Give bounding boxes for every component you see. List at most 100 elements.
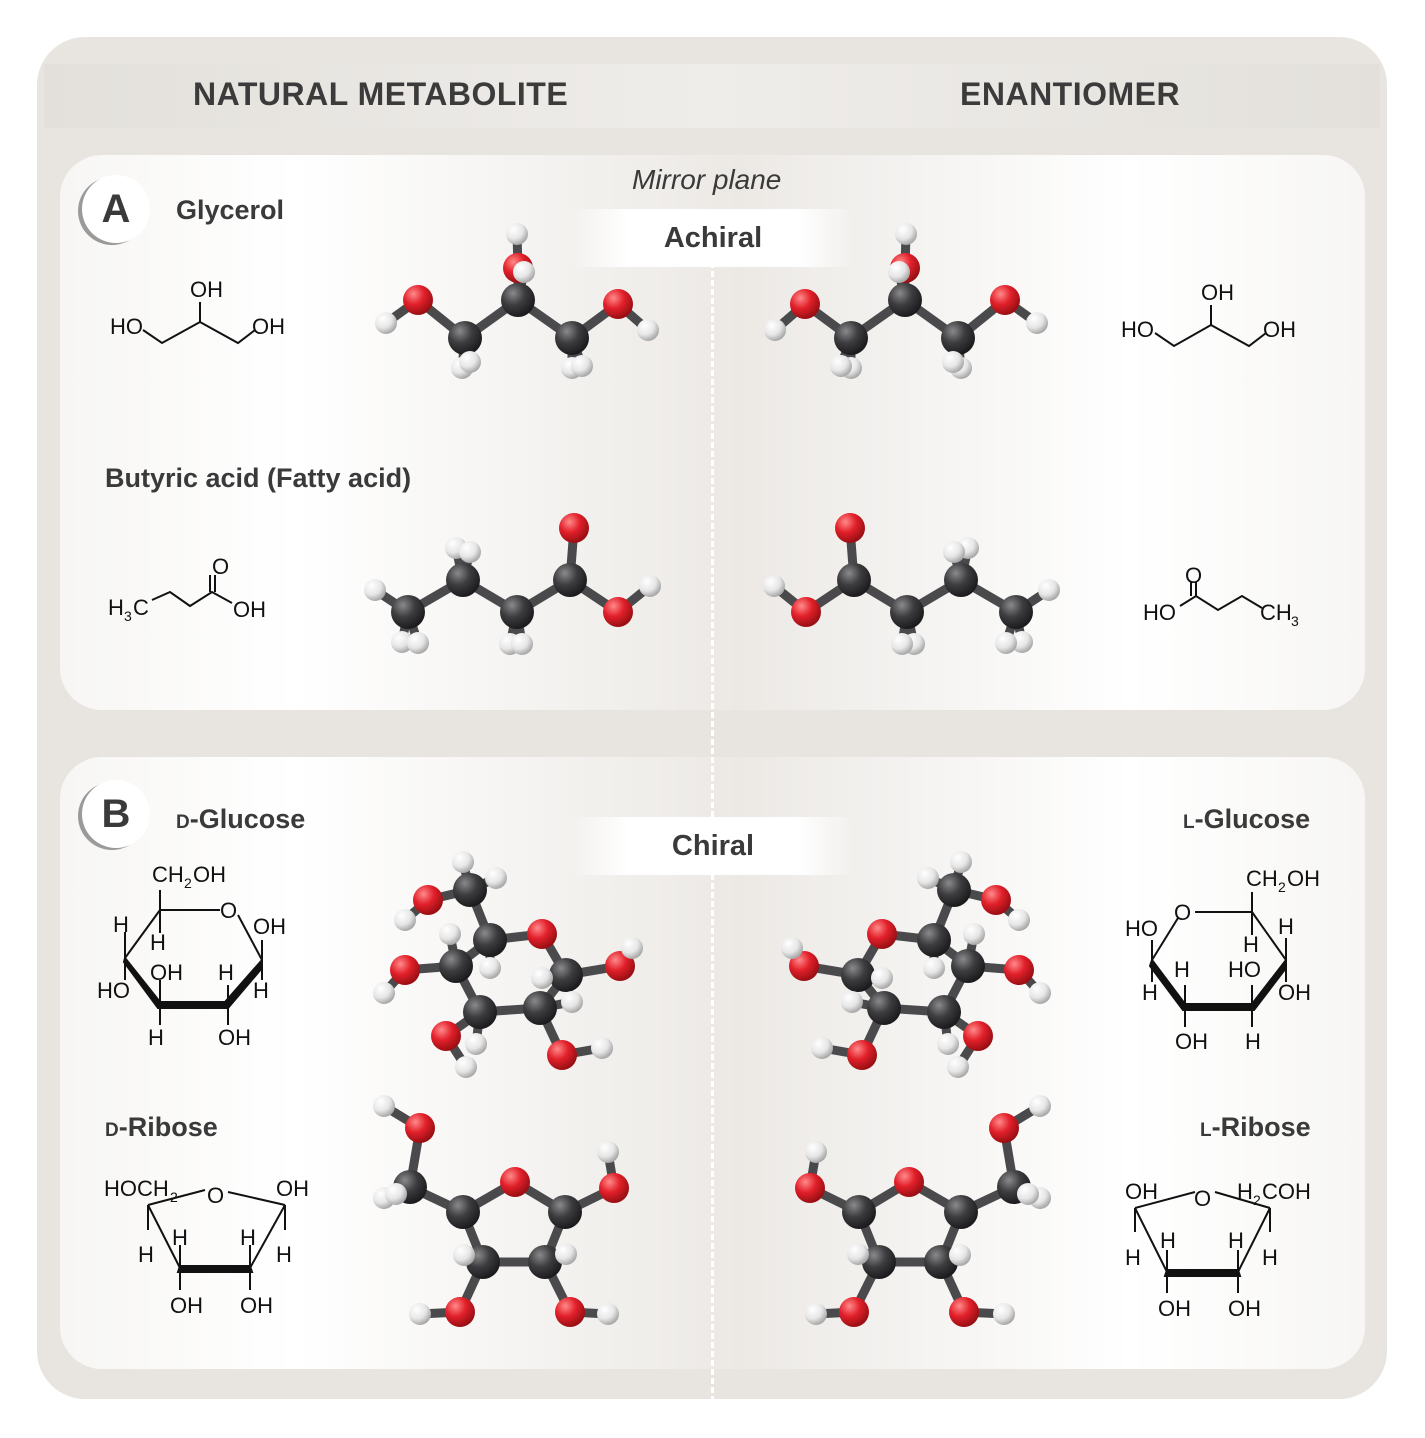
- hydrogen-atom: [923, 957, 945, 979]
- svg-text:H: H: [276, 1242, 292, 1267]
- svg-text:O: O: [1194, 1186, 1211, 1211]
- oxygen-atom: [835, 513, 865, 543]
- svg-text:H: H: [1262, 1245, 1278, 1270]
- hydrogen-atom: [375, 312, 397, 334]
- hydrogen-atom: [830, 355, 852, 377]
- hydrogen-atom: [409, 1303, 431, 1325]
- carbon-atom: [555, 321, 589, 355]
- carbon-atom: [927, 995, 961, 1029]
- svg-text:CH: CH: [1246, 866, 1278, 891]
- hydrogen-atom: [637, 319, 659, 341]
- svg-text:H: H: [1142, 980, 1158, 1005]
- svg-text:2: 2: [1278, 879, 1286, 895]
- hydrogen-atom: [639, 575, 661, 597]
- hydrogen-atom: [394, 909, 416, 931]
- svg-text:OH: OH: [1125, 1179, 1158, 1204]
- oxygen-atom: [847, 1040, 877, 1070]
- svg-text:2: 2: [184, 875, 192, 891]
- svg-text:H: H: [1243, 932, 1259, 957]
- svg-text:3: 3: [124, 608, 132, 624]
- svg-text:OH: OH: [170, 1293, 203, 1318]
- svg-text:O: O: [1174, 900, 1191, 925]
- butyric-acid-model-left: [364, 513, 661, 655]
- d-ribose-model: [373, 1095, 629, 1327]
- svg-text:CH: CH: [1260, 600, 1292, 625]
- svg-text:OH: OH: [233, 597, 266, 622]
- oxygen-atom: [949, 1297, 979, 1327]
- svg-text:CH: CH: [152, 862, 184, 887]
- hydrogen-atom: [531, 967, 553, 989]
- svg-text:OH: OH: [1263, 317, 1296, 342]
- d-ribose-skeletal: [147, 1189, 286, 1290]
- hydrogen-atom: [511, 633, 533, 655]
- label-glycerol: Glycerol: [176, 195, 285, 225]
- oxygen-atom: [894, 1167, 924, 1197]
- hydrogen-atom: [942, 351, 964, 373]
- svg-text:OH: OH: [240, 1293, 273, 1318]
- hydrogen-atom: [891, 633, 913, 655]
- l-glucose-model: [781, 851, 1051, 1078]
- oxygen-atom: [791, 597, 821, 627]
- achiral-tag: Achiral: [570, 209, 856, 267]
- hydrogen-atom: [561, 991, 583, 1013]
- hydrogen-atom: [513, 261, 535, 283]
- oxygen-atom: [990, 285, 1020, 315]
- oxygen-atom: [431, 1021, 461, 1051]
- oxygen-atom: [555, 1297, 585, 1327]
- svg-text:2: 2: [1253, 1192, 1261, 1208]
- hydrogen-atom: [763, 575, 785, 597]
- svg-text:2: 2: [170, 1189, 178, 1205]
- carbon-atom: [553, 563, 587, 597]
- svg-text:HO: HO: [1143, 600, 1176, 625]
- hydrogen-atom: [1038, 579, 1060, 601]
- butyric-acid-model-right: [763, 513, 1060, 655]
- svg-text:H: H: [1237, 1179, 1253, 1204]
- carbon-atom: [446, 563, 480, 597]
- hydrogen-atom: [805, 1141, 827, 1163]
- hydrogen-atom: [995, 632, 1017, 654]
- oxygen-atom: [981, 885, 1011, 915]
- carbon-atom: [841, 958, 875, 992]
- hydrogen-atom: [993, 1303, 1015, 1325]
- oxygen-atom: [867, 919, 897, 949]
- hydrogen-atom: [1017, 1183, 1039, 1205]
- butyric-skeletal-left: [151, 575, 233, 608]
- hydrogen-atom: [373, 982, 395, 1004]
- svg-text:OH: OH: [253, 914, 286, 939]
- carbon-atom: [888, 283, 922, 317]
- hydrogen-atom: [407, 632, 429, 654]
- svg-text:H: H: [150, 930, 166, 955]
- carbon-atom: [446, 1195, 480, 1229]
- hydrogen-atom: [506, 223, 528, 245]
- carbon-atom: [463, 995, 497, 1029]
- oxygen-atom: [1004, 955, 1034, 985]
- hydrogen-atom: [950, 851, 972, 873]
- carbon-atom: [842, 1195, 876, 1229]
- hydrogen-atom: [597, 1141, 619, 1163]
- label-l-ribose: L-Ribose: [1200, 1112, 1311, 1142]
- glycerol-skeletal-right: [1154, 305, 1267, 348]
- hydrogen-atom: [459, 351, 481, 373]
- carbon-atom: [439, 949, 473, 983]
- hydrogen-atom: [591, 1037, 613, 1059]
- hydrogen-atom: [943, 541, 965, 563]
- badge-b: B: [82, 780, 150, 848]
- svg-text:HO: HO: [1121, 317, 1154, 342]
- svg-text:HOCH: HOCH: [104, 1176, 169, 1201]
- ball-and-stick-models: [364, 223, 1060, 1327]
- svg-text:H: H: [148, 1025, 164, 1050]
- carbon-atom: [501, 283, 535, 317]
- hydrogen-atom: [485, 867, 507, 889]
- svg-text:OH: OH: [252, 314, 285, 339]
- svg-text:OH: OH: [150, 960, 183, 985]
- carbon-atom: [448, 321, 482, 355]
- hydrogen-atom: [949, 1244, 971, 1266]
- svg-text:H: H: [1174, 957, 1190, 982]
- oxygen-atom: [963, 1021, 993, 1051]
- svg-text:OH: OH: [1278, 980, 1311, 1005]
